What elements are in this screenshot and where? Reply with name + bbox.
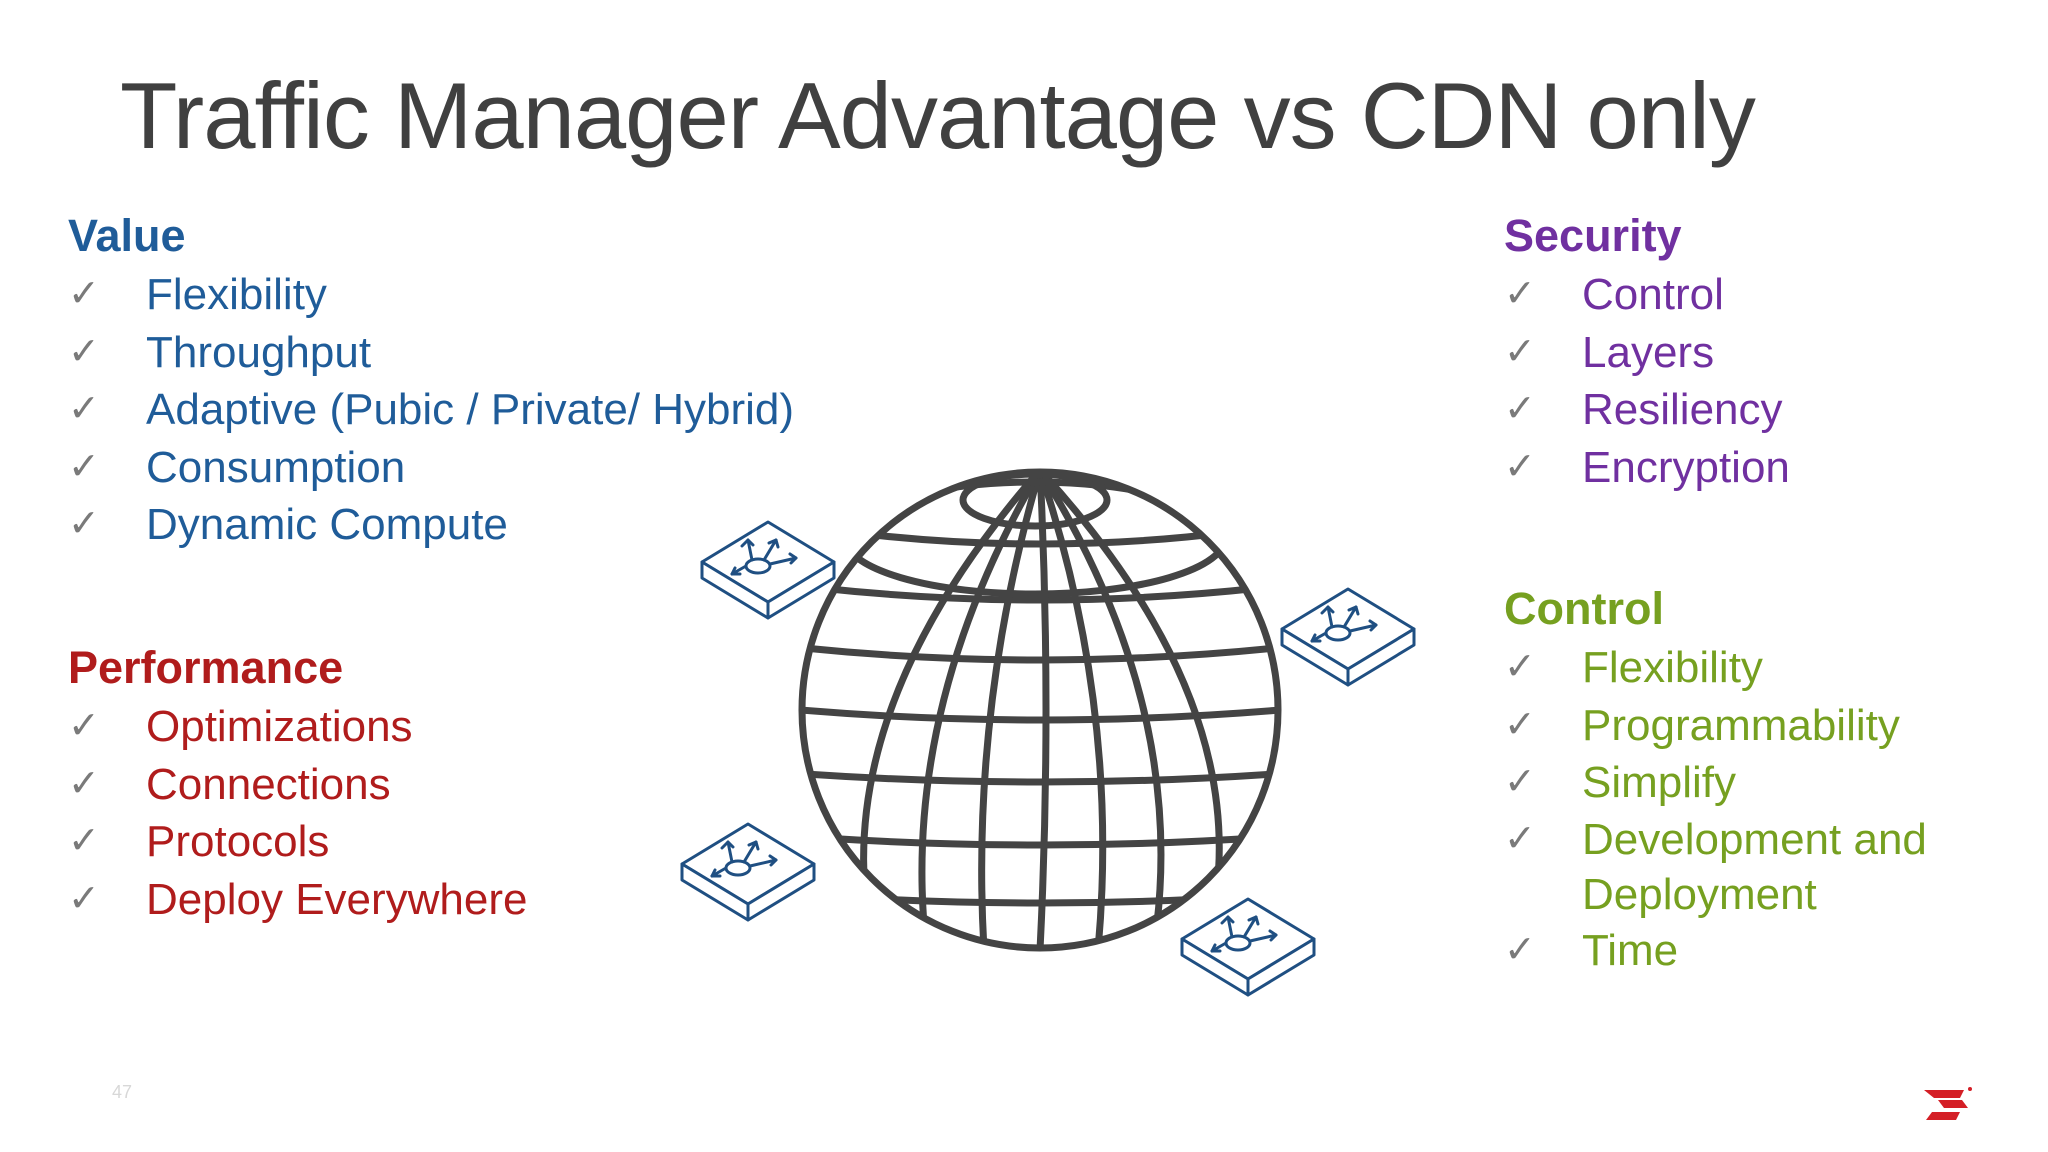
value-list: ✓Flexibility ✓Throughput ✓Adaptive (Pubi… [68,266,794,554]
list-item: ✓Consumption [68,439,794,497]
checkmark-icon: ✓ [68,388,100,430]
checkmark-icon: ✓ [1504,703,1536,746]
network-switch-icon [700,520,836,620]
list-item: ✓Dynamic Compute [68,496,794,554]
brand-logo [1924,1087,1972,1120]
checkmark-icon: ✓ [68,705,100,747]
checkmark-icon: ✓ [1504,445,1536,488]
performance-heading: Performance [68,642,344,693]
network-switch-icon [1280,587,1416,687]
security-section: Security ✓Control ✓Layers ✓Resiliency ✓E… [1504,208,1790,496]
checkmark-icon: ✓ [1504,388,1536,430]
performance-list: ✓Optimizations ✓Connections ✓Protocols ✓… [68,698,528,928]
network-switch-icon [1180,897,1316,997]
checkmark-icon: ✓ [68,762,100,805]
checkmark-icon: ✓ [1504,761,1536,803]
list-item: ✓Adaptive (Pubic / Private/ Hybrid) [68,381,794,439]
checkmark-icon: ✓ [68,877,100,920]
checkmark-icon: ✓ [68,330,100,373]
security-heading: Security [1504,210,1682,261]
checkmark-icon: ✓ [1504,646,1536,688]
list-item: ✓Flexibility [1504,639,1927,697]
list-item: ✓Simplify [1504,754,1927,812]
list-item: ✓Time [1504,922,1927,980]
list-item: ✓Encryption [1504,439,1790,497]
checkmark-icon: ✓ [1504,330,1536,373]
control-list: ✓Flexibility ✓Programmability ✓Simplify … [1504,639,1927,979]
checkmark-icon: ✓ [68,503,100,545]
control-heading: Control [1504,583,1664,634]
list-item: ✓Protocols [68,813,528,871]
security-list: ✓Control ✓Layers ✓Resiliency ✓Encryption [1504,266,1790,496]
list-item: ✓Deploy Everywhere [68,871,528,929]
list-item: ✓Connections [68,756,528,814]
list-item: ✓Throughput [68,324,794,382]
performance-section: Performance ✓Optimizations ✓Connections … [68,640,528,928]
globe-icon [798,468,1282,952]
value-section: Value ✓Flexibility ✓Throughput ✓Adaptive… [68,208,794,554]
checkmark-icon: ✓ [1504,928,1536,971]
list-item: ✓Layers [1504,324,1790,382]
page-number: 47 [112,1082,133,1102]
list-item: ✓Flexibility [68,266,794,324]
checkmark-icon: ✓ [68,820,100,862]
checkmark-icon: ✓ [68,445,100,488]
checkmark-icon: ✓ [1504,273,1536,315]
checkmark-icon: ✓ [1504,817,1536,860]
list-item: ✓Programmability [1504,697,1927,755]
list-item: ✓Control [1504,266,1790,324]
slide-title: Traffic Manager Advantage vs CDN only [120,63,1756,168]
checkmark-icon: ✓ [68,273,100,315]
value-heading: Value [68,210,186,261]
control-section: Control ✓Flexibility ✓Programmability ✓S… [1504,581,1927,979]
list-item: ✓Optimizations [68,698,528,756]
list-item: ✓Resiliency [1504,381,1790,439]
network-switch-icon [680,822,816,922]
